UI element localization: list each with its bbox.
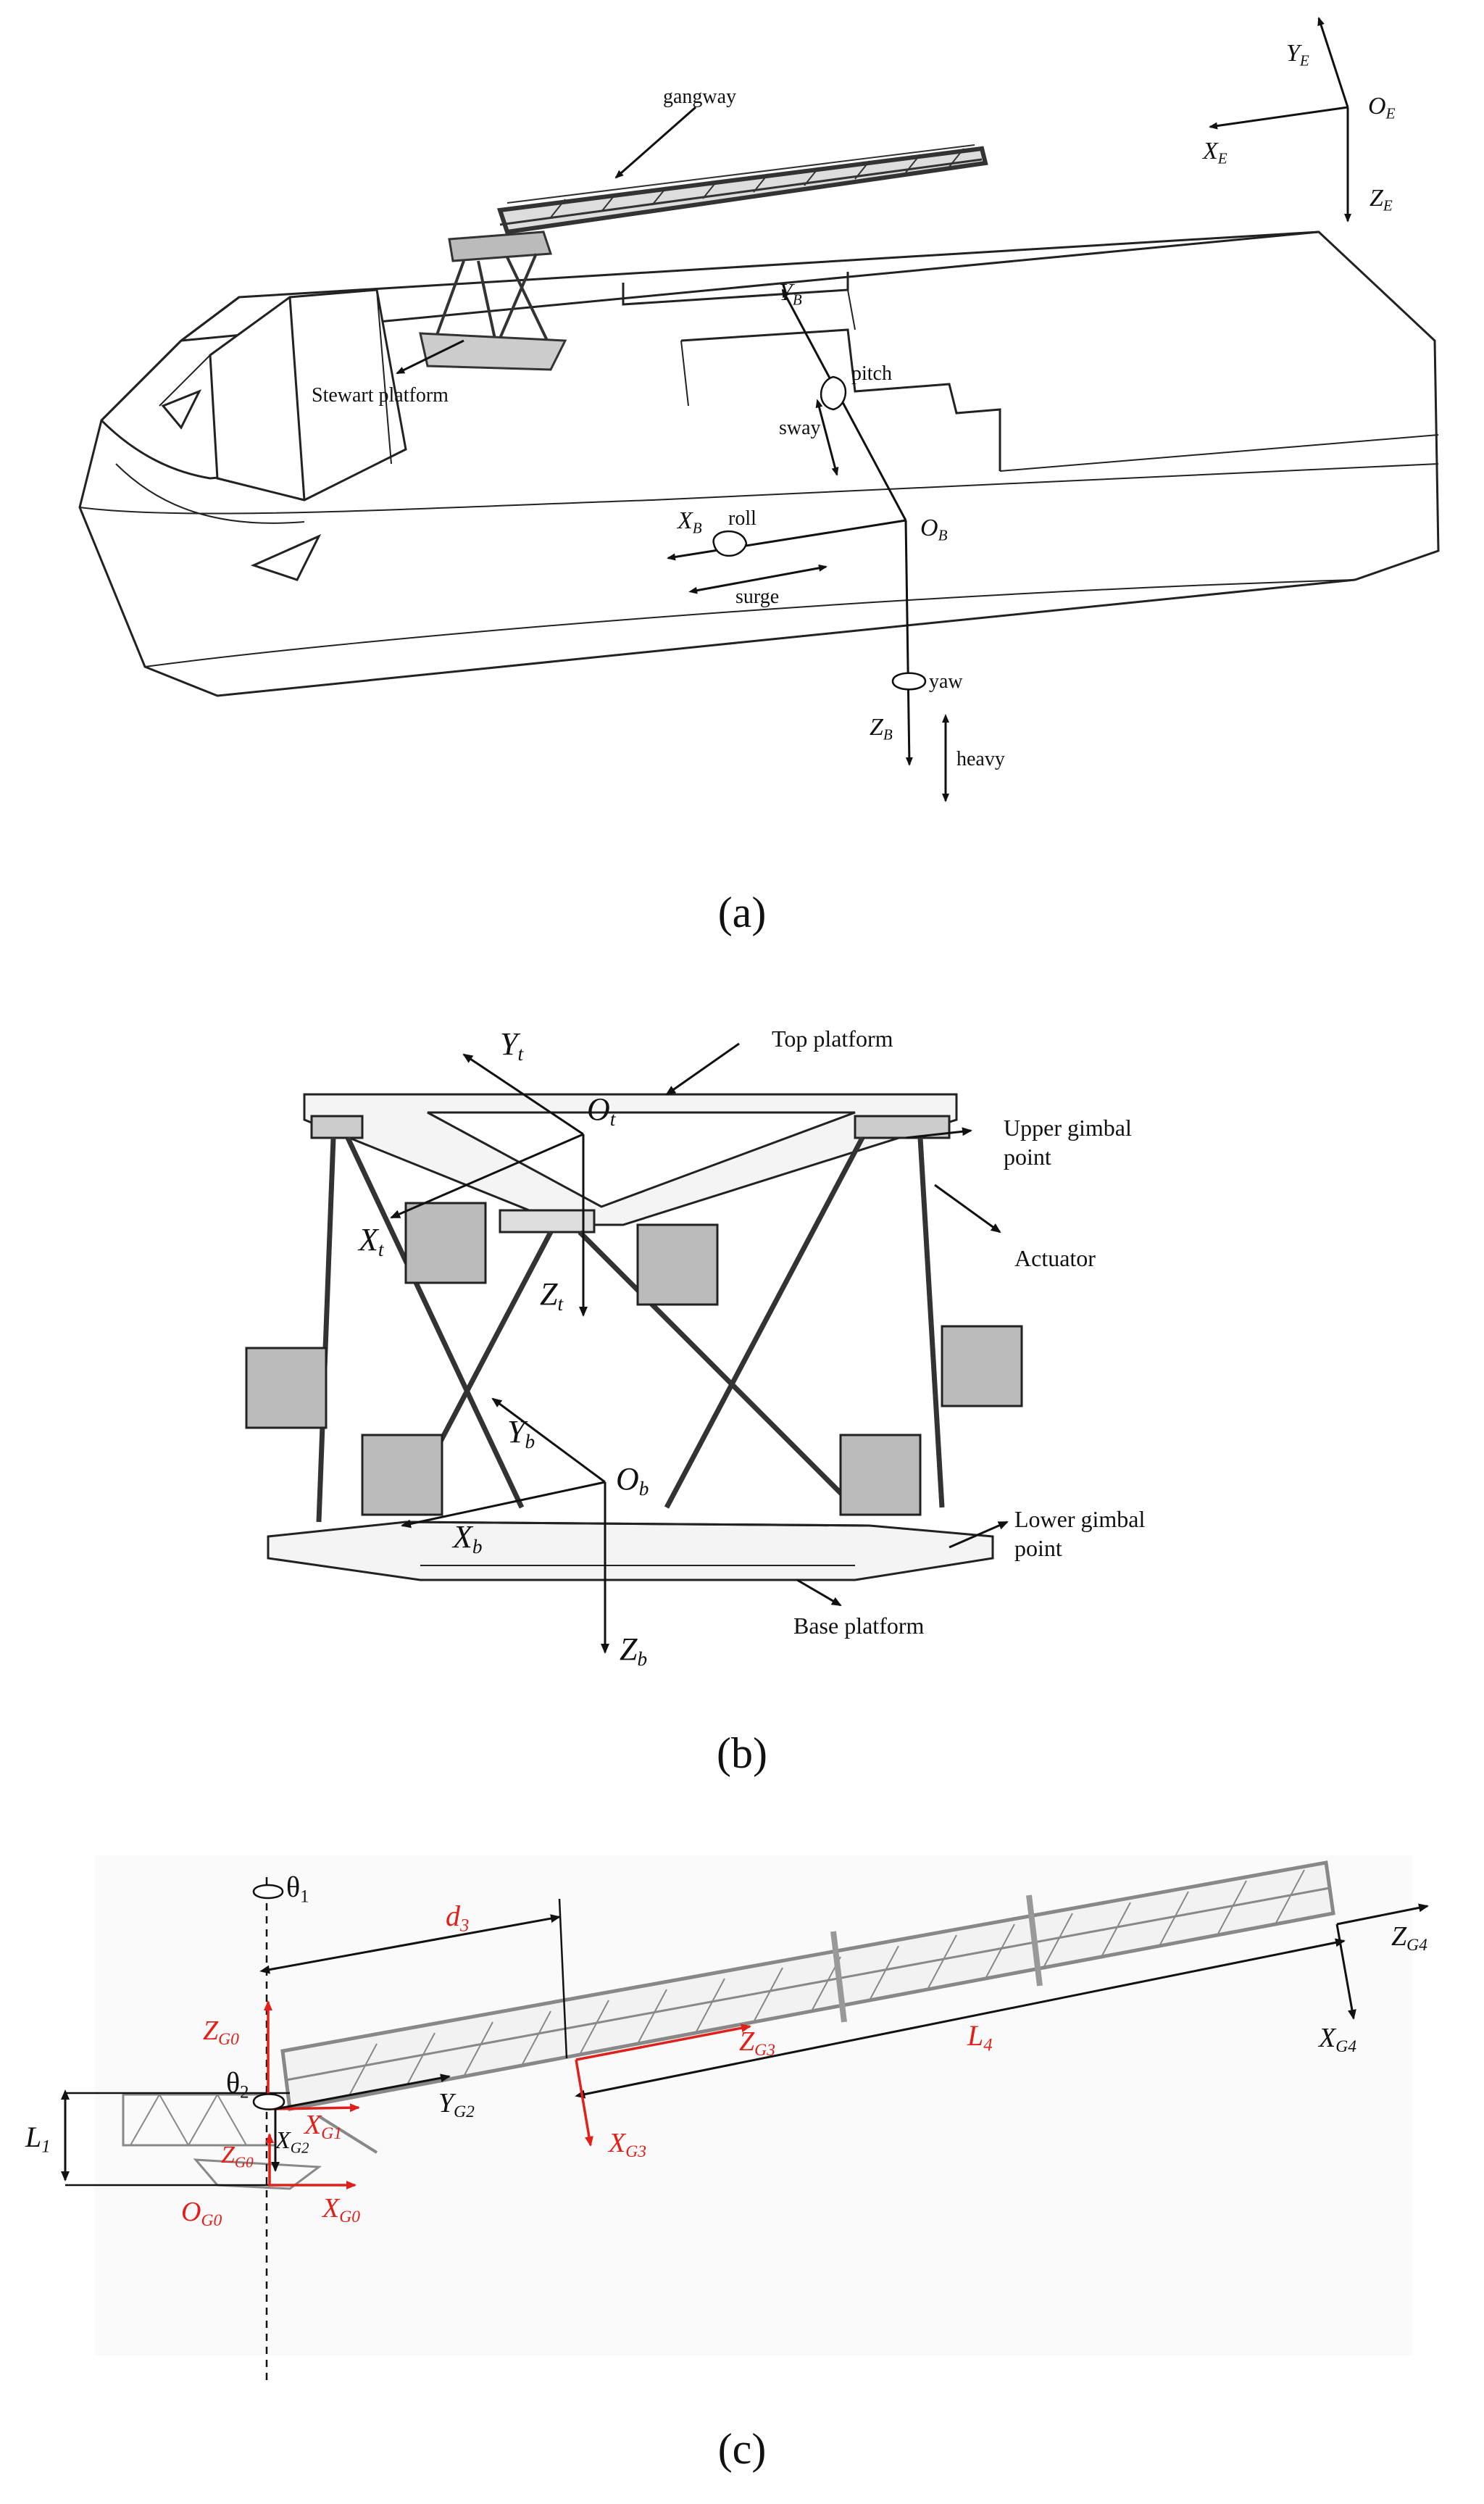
stewart-pointer xyxy=(396,339,464,375)
L1-label: L1 xyxy=(25,2121,51,2157)
stewart-drawing xyxy=(245,1042,1023,1654)
earth-frame-axes xyxy=(1209,17,1351,222)
axis-ZG0-top: ZG0 xyxy=(203,2016,239,2050)
axis-ZE: ZE xyxy=(1370,185,1393,215)
pitch-label: pitch xyxy=(851,362,892,385)
axis-Ob: Ob xyxy=(616,1461,649,1500)
gangway-kinematics-drawing xyxy=(61,1855,1429,2381)
axis-XG0: XG0 xyxy=(322,2193,360,2227)
theta-rotation-icons xyxy=(252,1884,285,2110)
axis-Xt: Xt xyxy=(359,1222,384,1261)
pointer-arrows xyxy=(665,1042,1009,1607)
panel-c-gangway-kinematics: θ1 θ2 d3 L4 L1 ZG0 ZG0 XG0 OG0 XG1 XG2 Y… xyxy=(0,1805,1484,2399)
frame-G2-axes xyxy=(271,2074,451,2172)
axis-XG3: XG3 xyxy=(609,2128,646,2162)
top-platform-label: Top platform xyxy=(772,1026,893,1052)
axis-Yb: Yb xyxy=(507,1414,535,1453)
roll-label: roll xyxy=(728,507,756,530)
theta1-label: θ1 xyxy=(286,1871,309,1907)
axis-ZG4: ZG4 xyxy=(1391,1921,1427,1955)
top-platform xyxy=(303,1093,958,1234)
heavy-label: heavy xyxy=(956,748,1005,770)
axis-ZG3: ZG3 xyxy=(739,2026,775,2060)
L4-label: L4 xyxy=(967,2019,993,2055)
axis-OG0: OG0 xyxy=(181,2197,222,2231)
base-platform xyxy=(267,1521,994,1581)
L4-dimension xyxy=(575,1938,1346,2099)
axis-XB: XB xyxy=(678,507,702,537)
surge-label: surge xyxy=(735,586,780,608)
axis-YE: YE xyxy=(1286,40,1309,70)
gangway-pointer xyxy=(614,106,696,179)
axis-XE: XE xyxy=(1203,138,1227,167)
lower-gimbal-label-2: point xyxy=(1014,1535,1062,1561)
frame-G3-axes xyxy=(575,2023,751,2147)
axis-Ot: Ot xyxy=(587,1091,616,1131)
axis-XG1: XG1 xyxy=(304,2110,342,2144)
caption-a: (a) xyxy=(717,889,767,936)
axis-Xb: Xb xyxy=(453,1519,483,1558)
upper-gimbal-label-1: Upper gimbal xyxy=(1004,1115,1132,1141)
rotation-icons xyxy=(712,375,927,691)
gangway-label: gangway xyxy=(663,86,737,108)
axis-Zt: Zt xyxy=(540,1276,564,1315)
body-frame-axes xyxy=(667,288,949,802)
actuator-legs xyxy=(316,1136,945,1523)
base-platform-label: Base platform xyxy=(793,1613,925,1639)
gangway-truss xyxy=(419,144,988,371)
frame-G0-axes xyxy=(264,2000,360,2189)
upper-gimbal-label-2: point xyxy=(1004,1144,1051,1170)
axis-XG4: XG4 xyxy=(1319,2023,1356,2057)
top-frame-axes xyxy=(390,1053,588,1317)
caption-b: (b) xyxy=(717,1729,767,1777)
axis-Yt: Yt xyxy=(500,1026,524,1065)
axis-YG2: YG2 xyxy=(438,2088,475,2122)
axis-ZG0-low: ZG0 xyxy=(221,2142,254,2171)
panel-a-vessel-diagram: gangway Stewart platform pitch sway roll… xyxy=(0,0,1484,964)
yaw-label: yaw xyxy=(929,670,963,693)
sway-label: sway xyxy=(779,417,821,439)
lower-gimbal-label-1: Lower gimbal xyxy=(1014,1506,1146,1532)
actuator-motors xyxy=(245,1202,1023,1516)
vessel-drawing xyxy=(78,17,1440,802)
actuator-label: Actuator xyxy=(1014,1245,1096,1271)
d3-extension-line xyxy=(558,1898,568,2059)
ship-hull xyxy=(78,230,1440,697)
theta2-label: θ2 xyxy=(226,2066,249,2102)
d3-label: d3 xyxy=(446,1900,470,1936)
base-frame-axes xyxy=(401,1397,609,1654)
panel-b-stewart-diagram: Top platform Upper gimbal point Actuator… xyxy=(0,986,1484,1783)
axis-OE: OE xyxy=(1368,93,1396,122)
caption-c: (c) xyxy=(717,2425,767,2473)
axis-XG2: XG2 xyxy=(275,2127,309,2157)
d3-dimension xyxy=(259,1914,561,1974)
axis-YB: YB xyxy=(779,279,802,309)
axis-ZB: ZB xyxy=(870,714,893,744)
axis-Zb: Zb xyxy=(620,1631,648,1671)
stewart-platform-label: Stewart platform xyxy=(312,384,449,407)
frame-G4-axes xyxy=(1335,1903,1429,2020)
axis-OB: OB xyxy=(920,515,948,544)
